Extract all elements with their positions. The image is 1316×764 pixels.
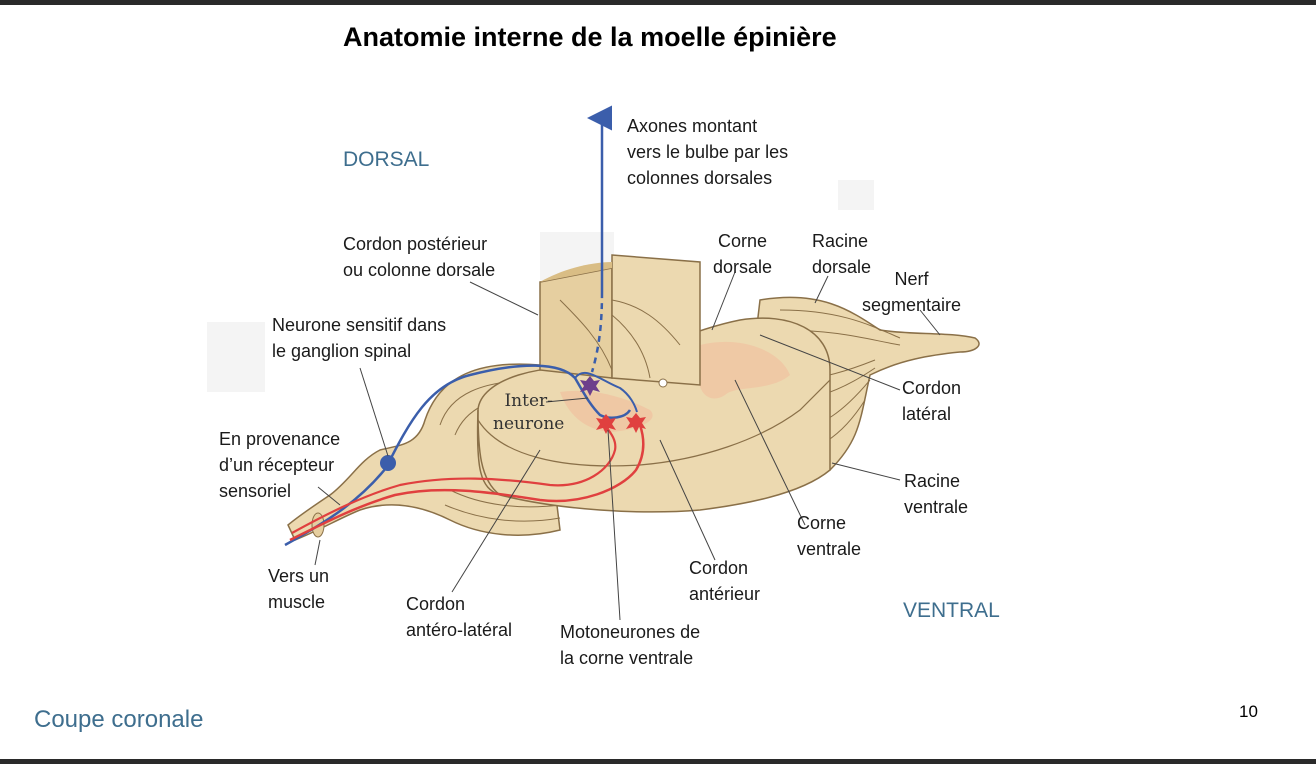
- label-nerf-segmentaire: Nerf segmentaire: [862, 269, 962, 315]
- label-interneurone: Inter- neurone: [493, 391, 565, 434]
- label-cordon-posterieur: Cordon postérieur ou colonne dorsale: [343, 234, 496, 280]
- label-racine-ventrale: Racine ventrale: [904, 471, 969, 517]
- top-frame-bar: [0, 0, 1316, 5]
- page-number: 10: [1239, 702, 1258, 721]
- ganglion-cell-body: [380, 455, 396, 471]
- bottom-frame-bar: [0, 759, 1316, 764]
- label-neurone-sensitif: Neurone sensitif dans le ganglion spinal: [272, 315, 447, 361]
- label-axones-montant: Axones montant vers le bulbe par les col…: [627, 116, 789, 188]
- slide-caption: Coupe coronale: [34, 706, 204, 733]
- sensory-axon-branch: [574, 371, 638, 413]
- label-cordon-antero-lateral: Cordon antéro-latéral: [406, 594, 513, 640]
- label-racine-dorsale: Racine dorsale: [812, 231, 872, 277]
- sensory-axon-pathway: [284, 364, 632, 547]
- motoneuron-2: [626, 413, 646, 433]
- motor-axon-pathway-2: [291, 423, 617, 534]
- spinal-cord-body: [476, 254, 831, 513]
- label-corne-ventrale: Corne ventrale: [797, 513, 862, 559]
- slide-title: Anatomie interne de la moelle épinière: [343, 22, 837, 52]
- orientation-dorsal: DORSAL: [343, 148, 430, 171]
- motor-axon-pathway: [289, 424, 645, 542]
- label-vers-un-muscle: Vers un muscle: [268, 566, 330, 612]
- label-cordon-lateral: Cordon latéral: [902, 378, 962, 424]
- ascending-axon: [587, 105, 612, 373]
- leader-lines: [314, 271, 941, 621]
- label-corne-dorsale: Corne dorsale: [713, 231, 773, 277]
- label-en-provenance: En provenance d’un récepteur sensoriel: [219, 429, 341, 501]
- motoneuron-1: [596, 414, 616, 434]
- orientation-ventral: VENTRAL: [903, 599, 1000, 622]
- label-background-patch: [838, 180, 874, 210]
- label-cordon-anterieur: Cordon antérieur: [689, 558, 761, 604]
- label-background-patch: [207, 322, 265, 392]
- interneuron: [580, 376, 600, 396]
- label-motoneurones: Motoneurones de la corne ventrale: [560, 622, 701, 668]
